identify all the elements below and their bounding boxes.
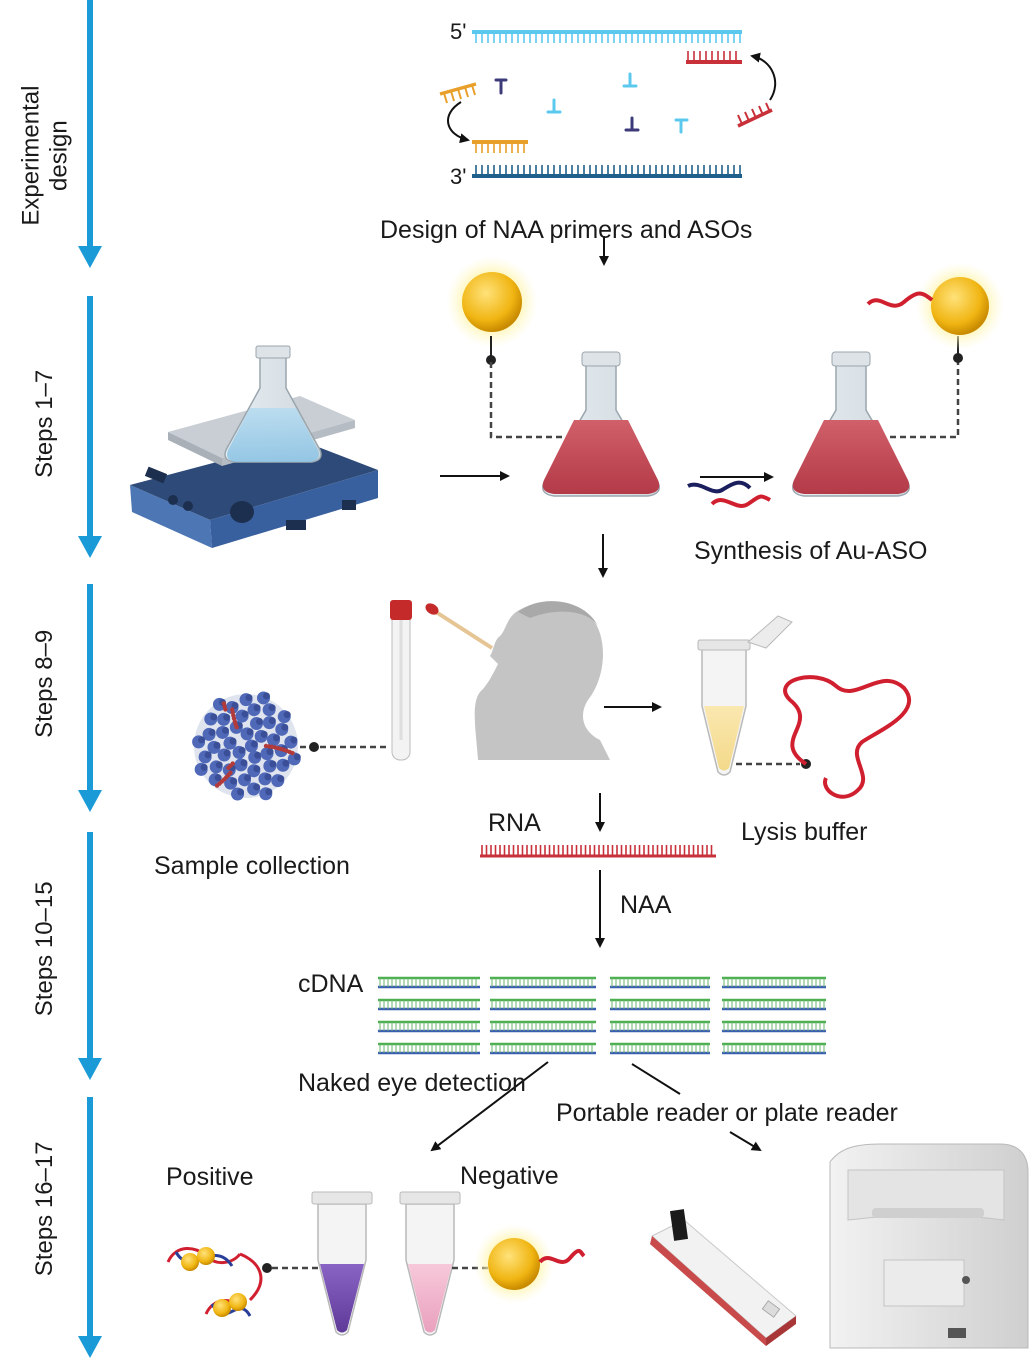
dna-template-bottom bbox=[472, 140, 742, 178]
five-prime-label: 5' bbox=[450, 19, 467, 44]
positive-aggregate bbox=[166, 1247, 318, 1317]
plate-reader bbox=[829, 1143, 1029, 1349]
swab bbox=[425, 603, 494, 650]
cdna-duplex bbox=[610, 1020, 710, 1033]
naked-eye-label: Naked eye detection bbox=[298, 1069, 526, 1097]
cdna-duplex bbox=[378, 976, 480, 989]
arrow-reader-line bbox=[631, 1063, 681, 1095]
naa-label: NAA bbox=[620, 891, 672, 919]
cdna-duplex bbox=[610, 998, 710, 1011]
patient-head bbox=[474, 601, 610, 760]
aso-strands bbox=[687, 480, 772, 508]
arrow-naked-eye bbox=[430, 1061, 549, 1152]
lysis-buffer-label: Lysis buffer bbox=[741, 818, 868, 846]
curved-arrow-right bbox=[750, 52, 777, 101]
timeline-segment bbox=[78, 0, 102, 268]
arrow-reader bbox=[729, 1131, 762, 1152]
cdna-duplex bbox=[722, 976, 826, 989]
cdna-duplex bbox=[722, 1020, 826, 1033]
lysis-tube bbox=[697, 615, 811, 776]
cdna-duplex bbox=[610, 1042, 710, 1055]
cdna-duplex bbox=[490, 1020, 596, 1033]
cdna-duplex bbox=[378, 1042, 480, 1055]
coronavirus bbox=[192, 691, 301, 801]
cdna-duplex bbox=[722, 998, 826, 1011]
curved-arrow-left bbox=[447, 101, 470, 144]
cdna-duplex bbox=[378, 998, 480, 1011]
cdna-duplex bbox=[490, 976, 596, 989]
free-orange-primer bbox=[439, 82, 477, 104]
free-nucleotides bbox=[494, 72, 689, 134]
timeline bbox=[78, 0, 102, 1358]
tube-positive bbox=[311, 1191, 373, 1336]
free-red-primer bbox=[737, 102, 773, 128]
rna-linear bbox=[480, 845, 716, 858]
timeline-segment bbox=[78, 1097, 102, 1358]
cdna-duplex bbox=[490, 1042, 596, 1055]
cdna-duplex bbox=[722, 1042, 826, 1055]
synthesis-caption: Synthesis of Au-ASO bbox=[694, 537, 928, 565]
timeline-segment bbox=[78, 832, 102, 1080]
au-aso-negative bbox=[474, 1224, 586, 1304]
timeline-segment bbox=[78, 584, 102, 812]
cdna-duplex bbox=[610, 976, 710, 989]
rna-label: RNA bbox=[488, 809, 541, 837]
flask-red-conjugated bbox=[792, 336, 963, 497]
dna-template-top bbox=[472, 30, 742, 64]
flask-red bbox=[542, 351, 660, 497]
gold-nanoparticle bbox=[446, 256, 572, 439]
cdna-duplex bbox=[490, 998, 596, 1011]
swab-tube bbox=[390, 600, 412, 761]
flask-blue bbox=[224, 345, 322, 463]
tube-negative bbox=[399, 1191, 501, 1336]
negative-label: Negative bbox=[460, 1162, 559, 1190]
sample-collection-label: Sample collection bbox=[154, 852, 350, 880]
portable-reader bbox=[650, 1209, 797, 1346]
rna-strand-wavy bbox=[783, 675, 912, 799]
au-aso-conjugate bbox=[866, 262, 1004, 350]
design-caption: Design of NAA primers and ASOs bbox=[380, 216, 753, 244]
positive-label: Positive bbox=[166, 1163, 254, 1191]
cdna-array bbox=[378, 976, 826, 1055]
reader-label: Portable reader or plate reader bbox=[556, 1099, 898, 1127]
cdna-duplex bbox=[378, 1020, 480, 1033]
timeline-segment bbox=[78, 296, 102, 558]
cdna-label: cDNA bbox=[298, 970, 364, 998]
three-prime-label: 3' bbox=[450, 164, 467, 189]
